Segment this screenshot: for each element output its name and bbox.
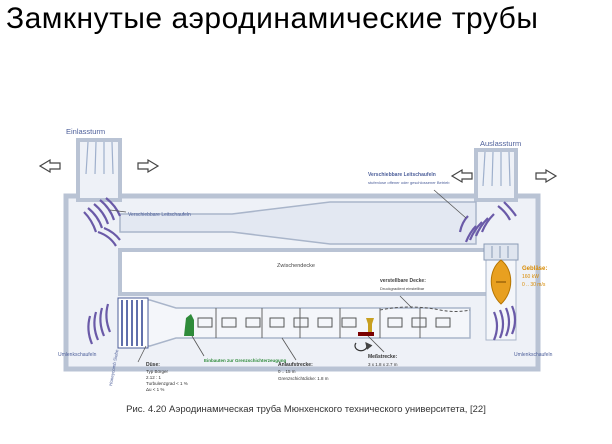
label-nozzle-u: Δu < 1 %: [146, 387, 164, 392]
label-guide-vanes-left: Verschiebbare Leitschaufeln: [128, 212, 191, 218]
label-nozzle-type: Typ Börger: [146, 369, 169, 374]
arrow-inlet-right: [137, 158, 160, 174]
turntable: [358, 332, 374, 336]
lower-test-section: [117, 297, 471, 352]
diagram-labels: Einlassturm Auslassturm Verschiebbare Le…: [58, 127, 553, 392]
label-run-section-length: 0 .. 15 m: [278, 369, 296, 374]
honeycomb-screens: [117, 297, 149, 349]
label-lower-vanes-left: Umlenkschaufeln: [58, 352, 97, 358]
label-test-section-dims: 3 x 1.8 x 2.7 m: [368, 362, 398, 367]
label-inserts: Einbauten zur Grenzschichterzeugung: [204, 358, 287, 363]
label-fan-power: 160 kW: [522, 274, 539, 280]
arrow-inlet-left: [38, 158, 61, 174]
arrow-outlet-right: [535, 168, 558, 184]
guide-vanes: [83, 197, 517, 345]
label-guide-vanes-right-note: stufenlose offener oder geschlossener Be…: [368, 180, 450, 185]
label-honeycomb: Honeycomb Siebe: [108, 349, 119, 387]
label-run-section-bl: Grenzschichtdicke: 1.8 m: [278, 376, 329, 381]
intermediate-ceiling-wall: [118, 248, 494, 296]
airflow-arrows: [38, 158, 558, 184]
rotation-arrow: [354, 342, 373, 352]
label-intermediate-ceiling: Zwischendecke: [277, 263, 315, 269]
leader-lines: [109, 189, 467, 363]
boundary-layer-insert: [184, 314, 194, 336]
label-guide-vanes-right: Verschiebbare Leitschaufeln: [368, 172, 436, 178]
label-test-section-title: Meßstrecke:: [368, 354, 398, 360]
outlet-tower: [474, 148, 518, 202]
label-nozzle-ratio: 2.12 : 1: [146, 375, 162, 380]
label-lower-vanes-right: Umlenkschaufeln: [514, 352, 553, 358]
label-inlet-tower: Einlassturm: [66, 127, 105, 136]
label-adjustable-ceiling-note: Druckgradient einstellbar: [380, 286, 425, 291]
label-fan-speed: 0 .. 30 m/s: [522, 282, 546, 288]
label-outlet-tower: Auslassturm: [480, 139, 521, 148]
fan-section: [483, 243, 519, 341]
figure-caption: Рис. 4.20 Аэродинамическая труба Мюнхенс…: [126, 404, 486, 415]
inlet-tower-body: [76, 138, 122, 202]
label-adjustable-ceiling: verstellbare Decke:: [380, 278, 426, 284]
label-fan: Gebläse:: [522, 266, 547, 272]
upper-return-duct: [119, 201, 477, 245]
slide-title: Замкнутые аэродинамические трубы: [6, 2, 539, 35]
label-nozzle-title: Düse:: [146, 362, 160, 368]
label-run-section-title: Anlaufstrecke:: [278, 362, 313, 368]
inlet-tower: [76, 138, 122, 202]
arrow-outlet-left: [450, 168, 473, 184]
measurement-probe: [366, 318, 374, 332]
adjustable-ceiling-line: [379, 306, 471, 312]
label-nozzle-turbulence: Turbulenzgrad < 1 %: [146, 381, 188, 386]
